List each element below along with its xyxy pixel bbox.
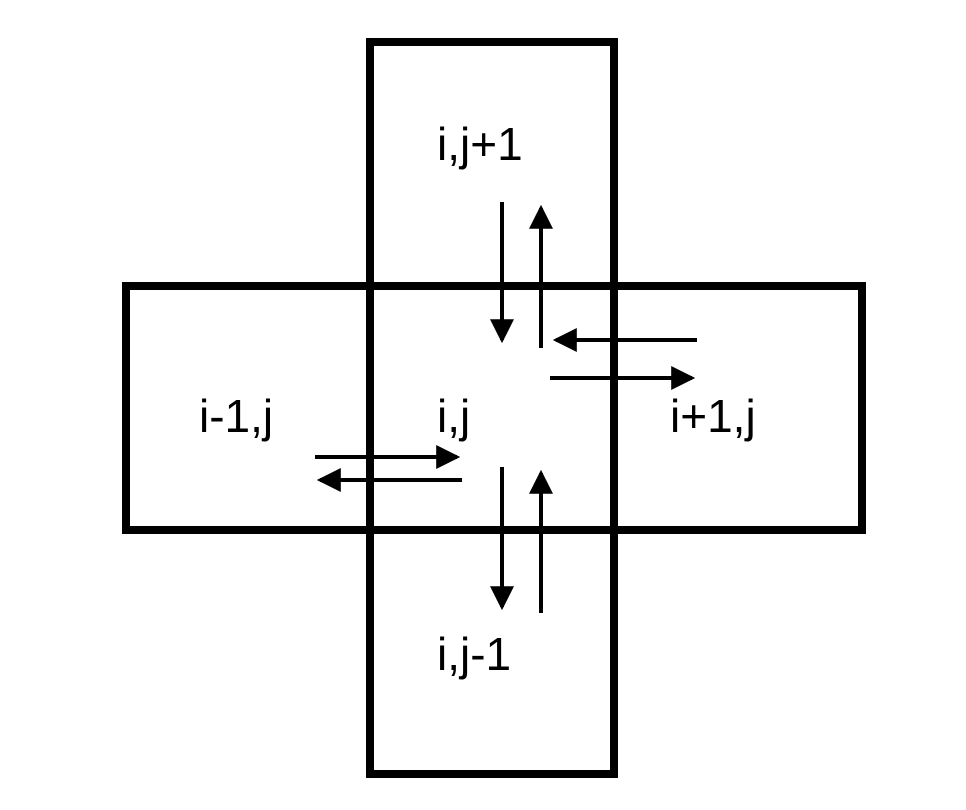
cell-box-center: [366, 282, 618, 534]
label-left: i-1,j: [199, 390, 273, 442]
cell-boxes: [122, 38, 866, 778]
flux-arrows: [315, 202, 697, 613]
label-bottom: i,j-1: [437, 628, 511, 680]
label-top: i,j+1: [437, 118, 523, 170]
cell-labels: i,j i-1,j i+1,j i,j+1 i,j-1: [199, 118, 756, 680]
label-center: i,j: [437, 390, 470, 442]
label-right: i+1,j: [670, 390, 756, 442]
